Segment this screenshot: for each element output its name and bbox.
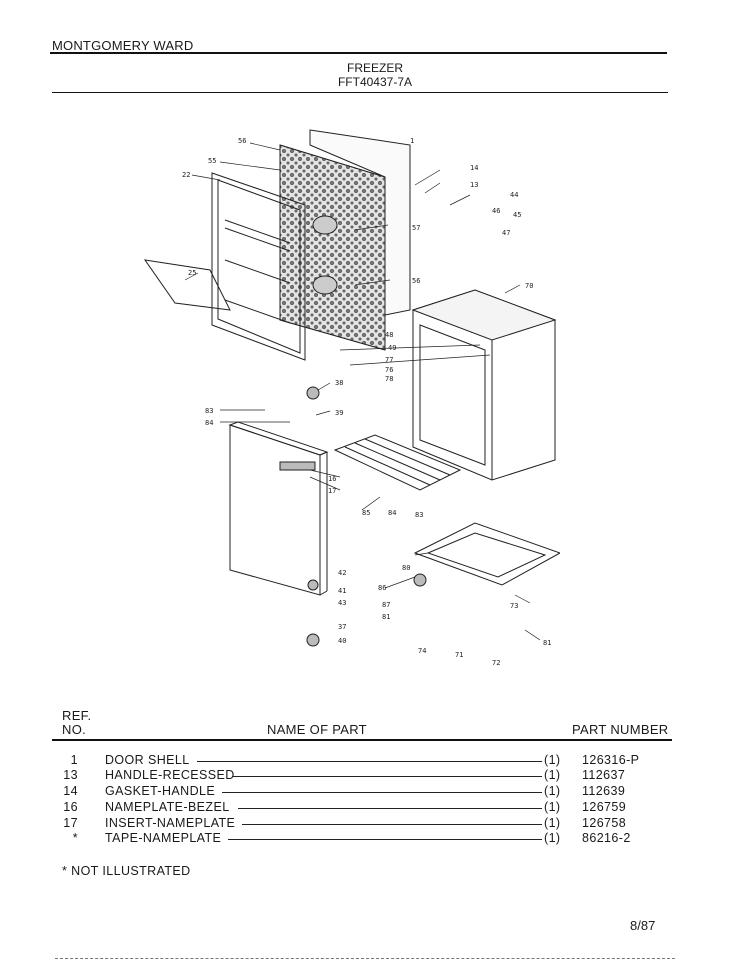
svg-text:17: 17: [328, 487, 336, 495]
page-title: FREEZER: [346, 61, 403, 75]
door-liner-panel: [279, 129, 411, 351]
part-number-cell: 126758: [582, 816, 627, 830]
svg-text:22: 22: [182, 171, 190, 179]
part-number-cell: 126759: [582, 800, 627, 814]
door-frame: [143, 172, 306, 361]
table-row: 14 GASKET-HANDLE (1) 112639: [0, 784, 750, 800]
svg-text:81: 81: [382, 613, 390, 621]
svg-text:57: 57: [412, 224, 420, 232]
name-cell: HANDLE-RECESSED: [105, 768, 235, 782]
ref-cell: 1: [70, 753, 78, 767]
svg-text:45: 45: [513, 211, 521, 219]
svg-text:71: 71: [455, 651, 463, 659]
exploded-parts-diagram: 56 55 22 1 14 13 44 46 45 47 57 56 25 70…: [130, 125, 562, 685]
table-header-rule: [52, 739, 672, 741]
svg-text:41: 41: [338, 587, 346, 595]
svg-text:43: 43: [338, 599, 346, 607]
part-number-header: PART NUMBER: [572, 722, 669, 737]
svg-text:83: 83: [415, 511, 423, 519]
svg-text:70: 70: [525, 282, 533, 290]
table-row: 13 HANDLE-RECESSED (1) 112637: [0, 768, 750, 784]
title-rule: [52, 92, 668, 93]
part-number-cell: 112639: [582, 784, 626, 798]
qty-cell: (1): [544, 816, 561, 830]
svg-text:49: 49: [388, 344, 396, 352]
part-number-cell: 126316-P: [582, 753, 640, 767]
ref-header-line2: NO.: [62, 722, 87, 737]
svg-text:84: 84: [388, 509, 396, 517]
base-frame: [413, 522, 562, 586]
svg-text:74: 74: [418, 647, 426, 655]
svg-text:25: 25: [188, 269, 196, 277]
table-row: 17 INSERT-NAMEPLATE (1) 126758: [0, 816, 750, 832]
svg-text:46: 46: [492, 207, 500, 215]
table-row: * TAPE-NAMEPLATE (1) 86216-2: [0, 831, 750, 847]
svg-text:56: 56: [412, 277, 420, 285]
svg-text:87: 87: [382, 601, 390, 609]
name-cell: DOOR SHELL: [105, 753, 190, 767]
svg-text:72: 72: [492, 659, 500, 667]
leader-line: [222, 792, 542, 793]
svg-text:44: 44: [510, 191, 518, 199]
footnote: * NOT ILLUSTRATED: [62, 864, 191, 878]
leader-line: [238, 808, 542, 809]
name-cell: TAPE-NAMEPLATE: [105, 831, 222, 845]
door: [228, 421, 329, 596]
svg-text:84: 84: [205, 419, 213, 427]
qty-cell: (1): [544, 753, 561, 767]
qty-cell: (1): [544, 831, 561, 845]
svg-text:83: 83: [205, 407, 213, 415]
bottom-edge-marks: [55, 958, 675, 959]
svg-text:1: 1: [410, 137, 414, 145]
table-row: 16 NAMEPLATE-BEZEL (1) 126759: [0, 800, 750, 816]
top-rule: [50, 52, 667, 54]
model-number: FFT40437-7A: [337, 75, 413, 89]
svg-text:14: 14: [470, 164, 478, 172]
svg-text:42: 42: [338, 569, 346, 577]
ref-cell: 17: [63, 816, 78, 830]
ref-cell: *: [72, 831, 78, 845]
svg-text:85: 85: [362, 509, 370, 517]
svg-text:80: 80: [402, 564, 410, 572]
ref-cell: 16: [63, 800, 78, 814]
qty-cell: (1): [544, 800, 561, 814]
part-number-cell: 112637: [582, 768, 626, 782]
part-number-cell: 86216-2: [582, 831, 631, 845]
leader-line: [242, 824, 542, 825]
ref-header-line1: REF.: [62, 708, 92, 723]
svg-text:76: 76: [385, 366, 393, 374]
svg-text:56: 56: [238, 137, 246, 145]
svg-text:48: 48: [385, 331, 393, 339]
name-cell: GASKET-HANDLE: [105, 784, 216, 798]
svg-text:39: 39: [335, 409, 343, 417]
svg-text:55: 55: [208, 157, 216, 165]
leader-line: [228, 839, 542, 840]
svg-text:73: 73: [510, 602, 518, 610]
qty-cell: (1): [544, 768, 561, 782]
ref-cell: 14: [63, 784, 78, 798]
brand-name: MONTGOMERY WARD: [52, 38, 194, 53]
svg-text:47: 47: [502, 229, 510, 237]
ref-cell: 13: [63, 768, 78, 782]
svg-text:38: 38: [335, 379, 343, 387]
name-cell: NAMEPLATE-BEZEL: [105, 800, 230, 814]
name-header: NAME OF PART: [267, 722, 367, 737]
name-cell: INSERT-NAMEPLATE: [105, 816, 236, 830]
qty-cell: (1): [544, 784, 561, 798]
svg-text:13: 13: [470, 181, 478, 189]
svg-text:78: 78: [385, 375, 393, 383]
svg-text:77: 77: [385, 356, 393, 364]
svg-text:86: 86: [378, 584, 386, 592]
revision-date: 8/87: [630, 918, 656, 933]
svg-text:16: 16: [328, 475, 336, 483]
svg-text:81: 81: [543, 639, 551, 647]
svg-text:40: 40: [338, 637, 346, 645]
leader-line: [233, 776, 542, 777]
wire-shelf: [333, 434, 462, 491]
svg-text:37: 37: [338, 623, 346, 631]
table-row: 1 DOOR SHELL (1) 126316-P: [0, 753, 750, 769]
leader-line: [197, 761, 542, 762]
cabinet: [411, 289, 557, 481]
